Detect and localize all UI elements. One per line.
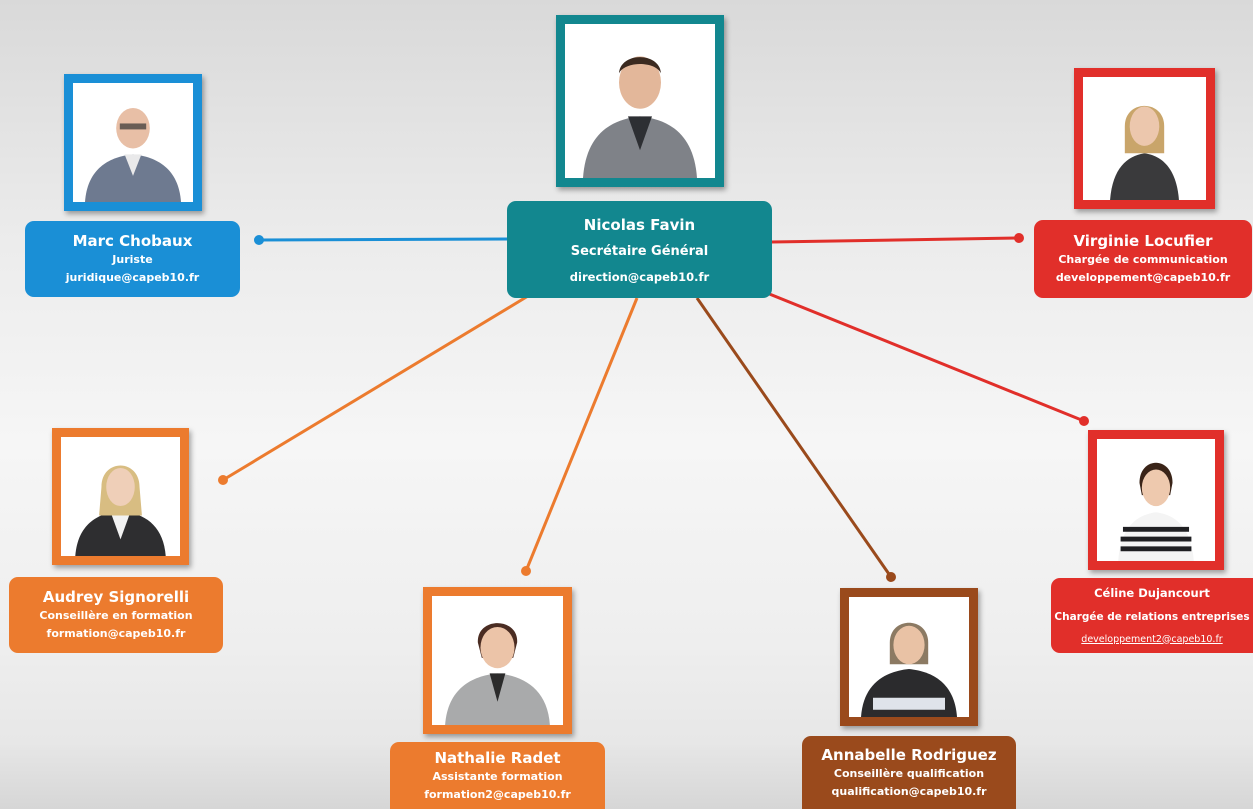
card-nathalie-radet[interactable]: Nathalie Radet Assistante formation form…: [390, 742, 605, 809]
link-audrey: [222, 294, 529, 482]
card-marc-chobaux[interactable]: Marc Chobaux Juriste juridique@capeb10.f…: [25, 221, 240, 297]
photo-virginie-locufier: [1074, 68, 1215, 209]
link-annabelle: [695, 297, 893, 578]
person-role: Chargée de communication: [1058, 253, 1228, 266]
portrait-icon: [583, 56, 697, 178]
person-email[interactable]: direction@capeb10.fr: [569, 269, 710, 284]
person-role: Conseillère en formation: [39, 609, 193, 622]
photo-nathalie-radet: [423, 587, 572, 734]
card-celine-dujancourt[interactable]: Céline Dujancourt Chargée de relations e…: [1051, 578, 1253, 653]
portrait-icon: [1118, 462, 1194, 561]
portrait-icon: [75, 465, 166, 556]
photo-nicolas-favin: [556, 15, 724, 187]
link-audrey-dot: [218, 475, 228, 485]
person-role: Conseillère qualification: [833, 766, 985, 780]
photo-marc-chobaux: [64, 74, 202, 211]
photo-audrey-signorelli: [52, 428, 189, 565]
person-name: Audrey Signorelli: [42, 588, 190, 606]
person-email[interactable]: formation2@capeb10.fr: [424, 787, 571, 801]
card-nicolas-favin[interactable]: Nicolas Favin Secrétaire Général directi…: [507, 201, 772, 298]
portrait-icon: [85, 107, 181, 202]
card-annabelle-rodriguez[interactable]: Annabelle Rodriguez Conseillère qualific…: [802, 736, 1016, 809]
person-email[interactable]: qualification@capeb10.fr: [831, 784, 987, 798]
person-role: Assistante formation: [432, 769, 563, 783]
portrait-icon: [1110, 105, 1179, 200]
person-email[interactable]: formation@capeb10.fr: [46, 627, 186, 640]
person-name: Nicolas Favin: [583, 215, 696, 234]
link-nathalie: [524, 297, 639, 572]
person-name: Annabelle Rodriguez: [821, 745, 997, 764]
photo-celine-dujancourt: [1088, 430, 1224, 570]
link-marc: [258, 237, 510, 242]
person-name: Virginie Locufier: [1073, 232, 1213, 250]
link-celine-dot: [1079, 416, 1089, 426]
portrait-icon: [861, 622, 957, 717]
photo-annabelle-rodriguez: [840, 588, 978, 726]
person-email[interactable]: juridique@capeb10.fr: [65, 271, 200, 284]
person-role: Chargée de relations entreprises: [1054, 610, 1250, 623]
person-email[interactable]: developpement2@capeb10.fr: [1081, 633, 1223, 645]
link-virginie: [771, 236, 1020, 244]
person-name: Céline Dujancourt: [1094, 585, 1210, 600]
person-role: Juriste: [112, 253, 153, 266]
floor-background: [0, 745, 1253, 809]
portrait-icon: [445, 623, 550, 725]
person-name: Marc Chobaux: [72, 232, 193, 250]
link-marc-dot: [254, 235, 264, 245]
card-audrey-signorelli[interactable]: Audrey Signorelli Conseillère en formati…: [9, 577, 223, 653]
link-virginie-dot: [1014, 233, 1024, 243]
card-virginie-locufier[interactable]: Virginie Locufier Chargée de communicati…: [1034, 220, 1252, 298]
link-annabelle-dot: [886, 572, 896, 582]
link-celine: [761, 289, 1085, 423]
link-nathalie-dot: [521, 566, 531, 576]
person-name: Nathalie Radet: [434, 748, 561, 767]
person-role: Secrétaire Général: [570, 243, 709, 259]
person-email[interactable]: developpement@capeb10.fr: [1055, 271, 1231, 284]
